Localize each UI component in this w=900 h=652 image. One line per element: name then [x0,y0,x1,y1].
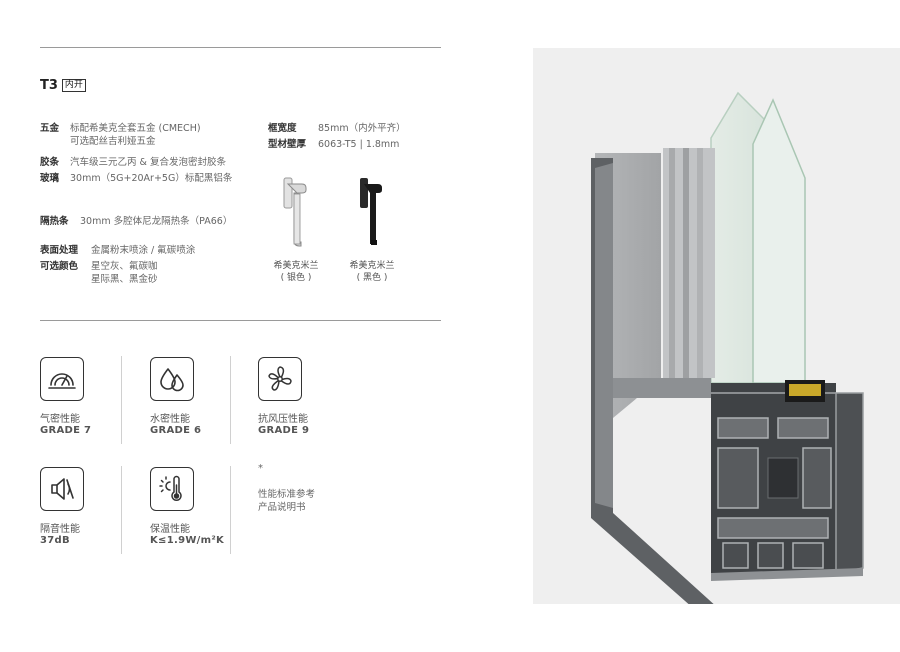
handle-black-caption: 希美克米兰 ( 黑色 ) [337,260,407,284]
handle-name: 希美克米兰 [349,261,395,271]
spec-value: 标配希美克全套五金 (CMECH) [70,123,201,134]
middle-divider [40,320,441,321]
spec-colors: 可选颜色 星空灰、氟碳咖 [40,260,158,273]
spec-value: 金属粉末喷涂 / 氟碳喷涂 [91,245,196,256]
handle-silver-caption: 希美克米兰 ( 银色 ) [261,260,331,284]
spec-hardware: 五金 标配希美克全套五金 (CMECH) [40,122,201,135]
spec-surface: 表面处理 金属粉末喷涂 / 氟碳喷涂 [40,244,195,257]
spec-frame-width: 框宽度 85mm（内外平齐） [268,122,406,135]
spec-label: 五金 [40,123,60,134]
water-drops-icon [150,357,194,401]
spec-label: 隔热条 [40,216,69,227]
spec-hardware-extra: 可选配丝吉利娅五金 [70,135,156,148]
window-profile-photo [533,48,900,604]
perf-grade: GRADE 9 [258,425,310,436]
spec-label: 可选颜色 [40,261,79,272]
spec-value: 30mm（5G+20Ar+5G）标配黑铝条 [70,173,233,184]
perf-name: 气密性能 [40,414,80,425]
column-divider [230,356,231,444]
spec-value: 可选配丝吉利娅五金 [70,136,156,147]
spec-value: 85mm（内外平齐） [318,123,406,134]
spec-value: 星空灰、氟碳咖 [91,261,158,272]
spec-colors-extra: 星际黑、黑金砂 [91,273,158,286]
speaker-mute-icon [40,467,84,511]
spec-value: 汽车级三元乙丙 & 复合发泡密封胶条 [70,157,226,168]
model-heading: T3 内开 [40,78,86,93]
perf-grade: K≤1.9W/m²K [150,535,225,546]
perf-name: 抗风压性能 [258,414,308,425]
perf-grade: GRADE 6 [150,425,202,436]
perf-grade: GRADE 7 [40,425,92,436]
fan-icon [258,357,302,401]
spec-glass: 玻璃 30mm（5G+20Ar+5G）标配黑铝条 [40,172,232,185]
note-line: 产品说明书 [258,502,306,513]
handle-silver-image [282,176,308,252]
spec-value: 6063-T5 | 1.8mm [318,139,400,150]
spec-thermal-break: 隔热条 30mm 多腔体尼龙隔热条（PA66） [40,215,232,228]
spec-value: 星际黑、黑金砂 [91,274,158,285]
perf-name: 保温性能 [150,524,190,535]
spec-label: 型材壁厚 [268,139,307,150]
spec-label: 框宽度 [268,123,297,134]
handle-black-image [358,176,384,252]
perf-name: 隔音性能 [40,524,80,535]
note-asterisk: * [258,463,263,474]
model-code: T3 [40,78,58,93]
spec-label: 胶条 [40,157,60,168]
handle-name: 希美克米兰 [273,261,319,271]
top-divider [40,47,441,48]
column-divider [121,356,122,444]
handle-color: ( 银色 ) [280,273,312,283]
handle-color: ( 黑色 ) [356,273,388,283]
perf-grade: 37dB [40,535,70,546]
perf-name: 水密性能 [150,414,190,425]
spec-label: 表面处理 [40,245,79,256]
column-divider [121,466,122,554]
note-line: 性能标准参考 [258,489,316,500]
spec-seal: 胶条 汽车级三元乙丙 & 复合发泡密封胶条 [40,156,226,169]
column-divider [230,466,231,554]
spec-label: 玻璃 [40,173,60,184]
performance-note: 性能标准参考 产品说明书 [258,488,315,514]
spec-value: 30mm 多腔体尼龙隔热条（PA66） [80,216,233,227]
gauge-icon [40,357,84,401]
thermometer-sun-icon [150,467,194,511]
opening-tag: 内开 [61,79,86,92]
spec-wall-thickness: 型材壁厚 6063-T5 | 1.8mm [268,138,399,151]
